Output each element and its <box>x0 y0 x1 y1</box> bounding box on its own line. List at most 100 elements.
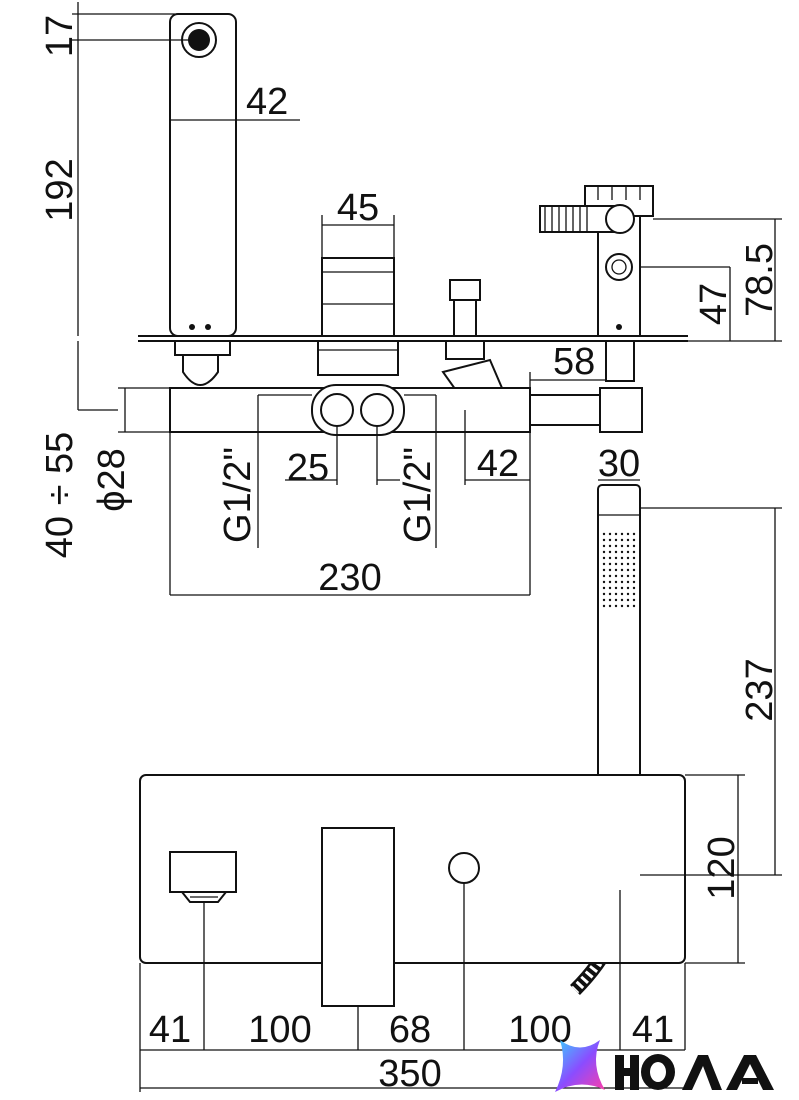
nozzle-dot <box>614 604 618 608</box>
nozzle-dot <box>602 586 606 590</box>
dim-100-left: 100 <box>248 1009 311 1051</box>
dim-58: 58 <box>553 341 595 383</box>
nozzle-dot <box>602 598 606 602</box>
nozzle-dot <box>614 532 618 536</box>
nozzle-dot <box>602 538 606 542</box>
nozzle-dot <box>626 586 630 590</box>
nozzle-dot <box>602 544 606 548</box>
nozzle-dot <box>614 562 618 566</box>
nozzle-dot <box>632 586 636 590</box>
dim-30: 30 <box>598 443 640 485</box>
dim-78-5: 78.5 <box>739 243 781 317</box>
dim-25: 25 <box>287 447 329 489</box>
nozzle-dot <box>626 580 630 584</box>
nozzle-dot <box>608 538 612 542</box>
nozzle-dot <box>620 562 624 566</box>
nozzle-dot <box>620 556 624 560</box>
dim-40-55: 40 ÷ 55 <box>39 432 81 559</box>
dim-41-left: 41 <box>149 1009 191 1051</box>
nozzle-dot <box>626 544 630 548</box>
nozzle-dot <box>608 556 612 560</box>
dim-g-right: G1/2" <box>397 447 439 543</box>
yula-logo <box>555 1040 774 1092</box>
nozzle-dot <box>626 556 630 560</box>
logo-wordmark <box>615 1054 774 1090</box>
nozzle-dot <box>608 550 612 554</box>
nozzle-dot <box>632 556 636 560</box>
nozzle-dot <box>608 568 612 572</box>
nozzle-dot <box>626 598 630 602</box>
nozzle-dot <box>626 568 630 572</box>
nozzle-dot <box>602 562 606 566</box>
nozzle-dot <box>608 580 612 584</box>
front-handle <box>321 827 395 1007</box>
nozzle-dot <box>632 562 636 566</box>
dim-192: 192 <box>39 158 81 221</box>
nozzle-dot <box>632 568 636 572</box>
nozzle-dot <box>608 592 612 596</box>
mixer-handle <box>317 257 399 376</box>
mixer-body <box>169 384 643 436</box>
front-spout <box>169 851 237 903</box>
nozzle-dot <box>626 604 630 608</box>
nozzle-dot <box>620 592 624 596</box>
nozzle-dot <box>602 568 606 572</box>
nozzle-dot <box>602 574 606 578</box>
nozzle-dot <box>614 538 618 542</box>
nozzle-dot <box>614 556 618 560</box>
dim-41-right: 41 <box>632 1009 674 1051</box>
inlet-ports <box>311 384 405 436</box>
nozzle-dot <box>608 562 612 566</box>
dim-350: 350 <box>378 1053 441 1095</box>
nozzle-dot <box>620 532 624 536</box>
nozzle-dot <box>620 574 624 578</box>
dim-42-spout: 42 <box>246 81 288 123</box>
nozzle-dot <box>602 556 606 560</box>
nozzle-dot <box>626 592 630 596</box>
nozzle-dot <box>602 592 606 596</box>
nozzle-dot <box>632 580 636 584</box>
dim-237: 237 <box>739 658 781 721</box>
nozzle-dot <box>614 598 618 602</box>
nozzle-dot <box>620 538 624 542</box>
dim-230: 230 <box>318 557 381 599</box>
nozzle-dot <box>608 574 612 578</box>
nozzle-dot <box>614 580 618 584</box>
nozzle-dot <box>626 538 630 542</box>
nozzle-dot <box>632 544 636 548</box>
nozzle-dot <box>620 568 624 572</box>
dim-42-outlet: 42 <box>477 443 519 485</box>
nozzle-dot <box>608 544 612 548</box>
nozzle-dot <box>614 550 618 554</box>
nozzle-dot <box>614 592 618 596</box>
nozzle-dot <box>632 598 636 602</box>
nozzle-dot <box>620 544 624 548</box>
nozzle-dot <box>626 574 630 578</box>
nozzle-dot <box>602 580 606 584</box>
nozzle-dot <box>632 574 636 578</box>
dim-phi28: ϕ28 <box>91 448 133 512</box>
shower-nozzles <box>602 532 636 608</box>
nozzle-dot <box>608 586 612 590</box>
spout <box>169 13 237 337</box>
nozzle-dot <box>632 550 636 554</box>
nozzle-dot <box>632 592 636 596</box>
nozzle-dot <box>608 598 612 602</box>
nozzle-dot <box>614 574 618 578</box>
nozzle-dot <box>620 604 624 608</box>
dim-g-left: G1/2" <box>217 447 259 543</box>
dim-47: 47 <box>693 283 735 325</box>
nozzle-dot <box>620 580 624 584</box>
nozzle-dot <box>632 532 636 536</box>
nozzle-dot <box>614 568 618 572</box>
dim-17: 17 <box>39 15 81 57</box>
nozzle-dot <box>602 550 606 554</box>
shower-holder <box>539 185 654 382</box>
nozzle-dot <box>602 532 606 536</box>
nozzle-dot <box>608 532 612 536</box>
nozzle-dot <box>626 532 630 536</box>
nozzle-dot <box>620 598 624 602</box>
dimension-labels: 17 42 192 45 78.5 47 58 40 ÷ 55 ϕ28 G1/2… <box>39 15 781 1095</box>
spout-connector <box>174 340 231 386</box>
